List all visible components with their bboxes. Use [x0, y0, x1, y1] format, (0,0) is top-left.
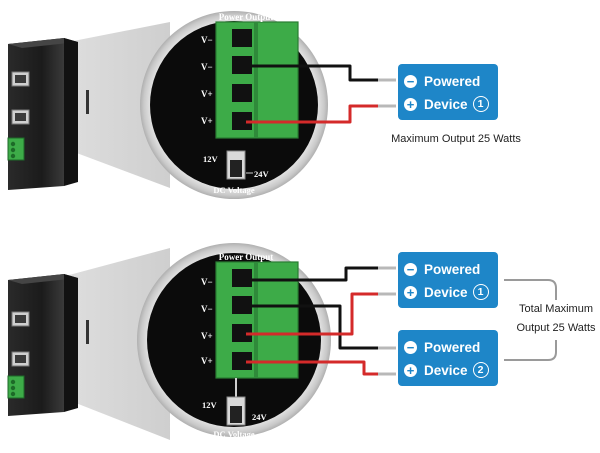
pin-label: V+ — [201, 356, 213, 366]
switch-title: DC Voltage — [213, 429, 255, 439]
wires-bottom — [246, 266, 396, 376]
bottom-caption: Total Maximum Output 25 Watts — [512, 300, 600, 338]
plus-circle-icon: + — [404, 285, 417, 299]
top-caption: Maximum Output 25 Watts — [391, 133, 521, 145]
circled-number-icon: 2 — [472, 362, 489, 378]
wire-red — [246, 292, 386, 336]
poe-injector-bottom — [7, 274, 89, 416]
device-subtitle: Device — [424, 362, 468, 378]
wire-red — [246, 104, 386, 124]
voltage-switch — [226, 378, 246, 426]
pin-label: V− — [201, 35, 213, 45]
pin-label: V− — [201, 277, 213, 287]
device-title: Powered — [424, 261, 481, 277]
pin-label: V+ — [201, 89, 213, 99]
switch-title: DC Voltage — [213, 185, 255, 195]
bottom-section: Power Output V− V− V+ V+ 12V 24V DC Volt… — [7, 243, 598, 440]
circled-number-icon: 1 — [472, 284, 489, 300]
minus-circle-icon: − — [404, 262, 417, 276]
circled-number-icon: 1 — [472, 96, 489, 112]
wire-black — [246, 64, 386, 82]
minus-circle-icon: − — [404, 340, 417, 354]
terminal-block-mini — [7, 375, 25, 399]
switch-label-12v: 12V — [202, 400, 218, 410]
wire-black — [246, 266, 386, 282]
device-title: Powered — [424, 339, 481, 355]
wire-red — [246, 360, 386, 376]
bottom-caption-line2: Output 25 Watts — [516, 322, 596, 334]
poe-injector-top — [7, 38, 89, 190]
top-section: Power Output V− V− V+ V+ 12V 24V DC Volt… — [7, 11, 498, 199]
pin-label: V+ — [201, 116, 213, 126]
terminal-block-mini — [7, 137, 25, 161]
magnifier-cone — [58, 248, 170, 440]
pin-label: V− — [201, 304, 213, 314]
pin-label: V− — [201, 62, 213, 72]
device-title: Powered — [424, 73, 481, 89]
wire-black — [246, 304, 386, 350]
device-subtitle: Device — [424, 96, 468, 112]
bottom-caption-line1: Total Maximum — [519, 303, 593, 315]
terminal-title: Power Output — [219, 252, 274, 262]
terminal-block — [215, 21, 299, 139]
magnifier-cone — [58, 22, 170, 188]
switch-label-24v: 24V — [254, 169, 270, 179]
terminal-title: Power Output — [219, 12, 274, 22]
switch-label-24v: 24V — [252, 412, 268, 422]
device-subtitle: Device — [424, 284, 468, 300]
plus-circle-icon: + — [404, 363, 417, 377]
switch-label-12v: 12V — [203, 154, 219, 164]
minus-circle-icon: − — [404, 74, 417, 88]
pin-label: V+ — [201, 331, 213, 341]
wires-top — [246, 64, 396, 124]
plus-circle-icon: + — [404, 97, 417, 111]
voltage-switch — [226, 150, 253, 180]
